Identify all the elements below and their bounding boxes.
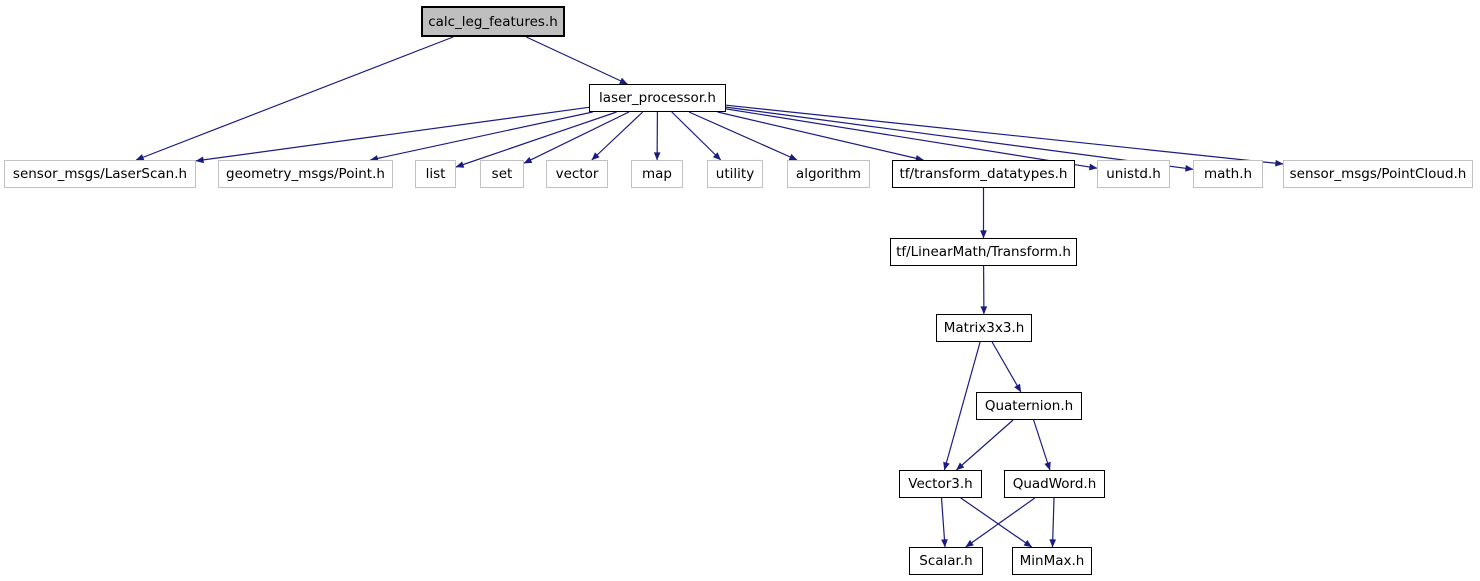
node-minmax-h[interactable]: MinMax.h [1012,547,1092,575]
node-matrix3x3-h[interactable]: Matrix3x3.h [936,314,1032,342]
node-map: map [631,160,683,188]
node-tf-linearmath-transform-h[interactable]: tf/LinearMath/Transform.h [890,238,1077,266]
node-quaternion-h[interactable]: Quaternion.h [976,392,1082,420]
node-geometry-msgs-point-h: geometry_msgs/Point.h [218,160,393,188]
node-quadword-h[interactable]: QuadWord.h [1004,470,1105,498]
node-algorithm: algorithm [787,160,870,188]
node-vector3-h[interactable]: Vector3.h [899,470,982,498]
node-scalar-h[interactable]: Scalar.h [909,547,983,575]
node-math-h: math.h [1193,160,1263,188]
node-unistd-h: unistd.h [1097,160,1170,188]
node-vector: vector [546,160,608,188]
node-sensor-msgs-pointcloud-h: sensor_msgs/PointCloud.h [1283,160,1473,188]
node-utility: utility [707,160,763,188]
node-calc-leg-features-h: calc_leg_features.h [421,6,565,37]
node-sensor-msgs-laserscan-h: sensor_msgs/LaserScan.h [4,160,196,188]
node-tf-transform-datatypes-h[interactable]: tf/transform_datatypes.h [892,160,1075,188]
node-laser-processor-h[interactable]: laser_processor.h [589,84,726,112]
node-set: set [480,160,524,188]
node-list: list [415,160,456,188]
